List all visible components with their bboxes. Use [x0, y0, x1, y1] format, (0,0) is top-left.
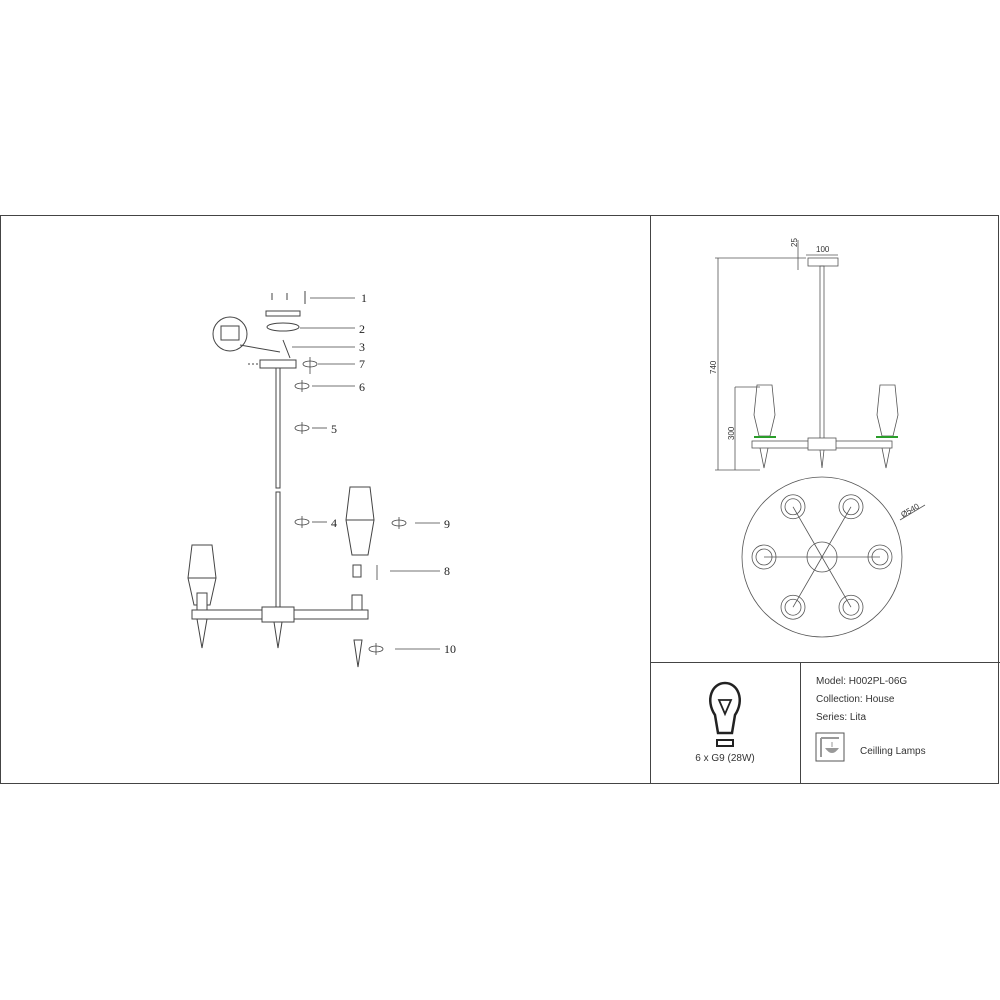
lamp-top-view — [871, 548, 889, 566]
callout-3: 3 — [359, 340, 365, 354]
callout-5: 5 — [331, 422, 337, 436]
callout-1: 1 — [361, 291, 367, 305]
divider — [800, 662, 801, 784]
callout-8: 8 — [444, 564, 450, 578]
g9-bulb — [352, 564, 362, 578]
bulb-spec: 6 x G9 (28W) — [695, 753, 755, 764]
lamp-top-view — [751, 544, 777, 570]
collection: Collection: House — [816, 694, 895, 705]
spoke — [792, 556, 823, 608]
lamp-top-view — [842, 598, 860, 616]
callout-4: 4 — [331, 516, 337, 530]
dim-total-height: 740 — [709, 360, 718, 374]
callout-2: 2 — [359, 322, 365, 336]
lamp-top-view — [867, 544, 893, 570]
lamp-top-view — [838, 594, 864, 620]
lamp-top-view — [842, 498, 860, 516]
lamp-top-view — [838, 494, 864, 520]
series: Series: Lita — [816, 712, 867, 723]
divider — [650, 662, 1000, 663]
lamp-top-view — [784, 498, 802, 516]
callout-6: 6 — [359, 380, 365, 394]
dim-lamp-height: 300 — [727, 426, 736, 440]
dim-canopy-height: 25 — [790, 238, 799, 247]
divider — [650, 215, 651, 784]
callout-10: 10 — [444, 642, 456, 656]
lamp-top-view — [780, 494, 806, 520]
rod-upper — [275, 367, 281, 489]
drawing-frame — [0, 215, 999, 784]
spoke — [821, 556, 852, 608]
dim-canopy-width: 100 — [816, 245, 830, 254]
spoke — [821, 506, 852, 558]
top-view-outline — [741, 476, 903, 638]
lamp-top-view — [784, 598, 802, 616]
dimension-drawing: 25 100 740 300 Ø540 — [709, 238, 926, 638]
callout-7: 7 — [359, 357, 365, 371]
category: Ceilling Lamps — [860, 746, 926, 757]
lamp-top-view — [755, 548, 773, 566]
spoke — [792, 506, 823, 558]
model: Model: H002PL-06G — [816, 676, 908, 687]
bulb-icon — [709, 681, 741, 747]
lamp-top-view — [780, 594, 806, 620]
wire-connector-detail — [212, 316, 248, 352]
callout-9: 9 — [444, 517, 450, 531]
candle-cover — [353, 639, 363, 668]
assembly-drawing — [187, 291, 440, 668]
ceiling-lamp-icon — [815, 732, 845, 762]
